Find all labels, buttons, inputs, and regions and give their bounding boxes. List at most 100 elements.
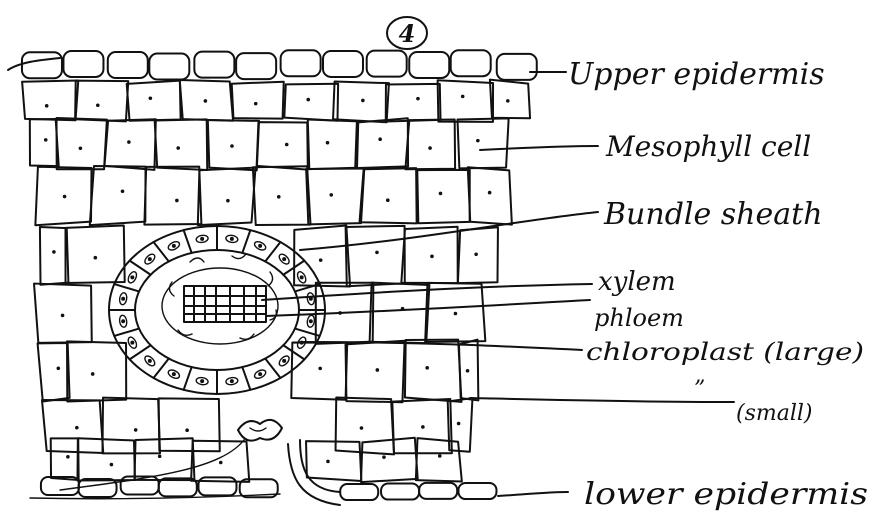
lower-epidermis-cell [419, 483, 457, 499]
bundle-sheath-cell-wall [283, 345, 304, 359]
mesophyll-cell [333, 81, 389, 122]
label-phloem: phloem [594, 304, 684, 332]
label-bundle-sheath: Bundle sheath [603, 197, 823, 232]
mesophyll-cell [198, 168, 256, 226]
lower-epidermis-cell [340, 484, 378, 500]
mesophyll-cell [386, 84, 441, 122]
chloroplast-small [277, 195, 281, 199]
chloroplast-small [219, 461, 223, 465]
mesophyll-cell [253, 166, 311, 225]
bundle-sheath-cell-wall [130, 345, 151, 359]
mesophyll-cell [361, 438, 418, 482]
upper-epidermis-cell [22, 52, 62, 78]
chloroplast-large-core [282, 257, 286, 261]
upper-epidermis-cell [236, 53, 276, 79]
chloroplast-small [326, 141, 330, 145]
bundle-sheath-cell-wall [265, 242, 280, 261]
bundle-sheath-cell-wall [130, 261, 151, 275]
chloroplast-small [44, 138, 48, 142]
mesophyll-cell [416, 438, 462, 481]
chloroplast-large-core [172, 372, 176, 376]
chloroplast-small [149, 96, 153, 100]
chloroplast-small [376, 368, 380, 372]
chloroplast-small [506, 99, 510, 103]
upper-epidermis-cell [194, 52, 234, 78]
upper-epidermis-layer [8, 50, 537, 80]
upper-epidermis-cell [409, 52, 449, 78]
chloroplast-small [319, 258, 323, 262]
chloroplast-small [430, 255, 434, 259]
chloroplast-small [63, 195, 67, 199]
vascular-bundle [109, 226, 325, 394]
mesophyll-cell [346, 226, 405, 286]
labels: Upper epidermis Mesophyll cell Bundle sh… [568, 57, 868, 512]
upper-epidermis-edge [8, 58, 60, 70]
lower-epidermis-cell [458, 483, 496, 499]
mesophyll-cell [306, 441, 361, 481]
mesophyll-cell [30, 119, 59, 166]
bundle-sheath-cell-wall [265, 359, 280, 378]
chloroplast-small [75, 426, 79, 430]
bundle-sheath-cell-wall [242, 367, 250, 390]
mesophyll-cell [355, 118, 408, 168]
mesophyll-cell [308, 119, 358, 169]
chloroplast-small [158, 454, 162, 458]
bundle-sheath-cell-wall [114, 284, 139, 291]
mesophyll-cell [438, 80, 493, 122]
chloroplast-small [57, 366, 61, 370]
upper-epidermis-cell [108, 52, 148, 78]
chloroplast-small [204, 99, 208, 103]
lower-epidermis-cell [79, 479, 117, 497]
chloroplast-large-core [230, 237, 234, 241]
mesophyll-cell [405, 340, 462, 402]
chloroplast-small [416, 97, 420, 101]
chloroplast-small [121, 189, 125, 193]
chloroplast-small [360, 426, 364, 430]
mesophyll-cell [90, 166, 146, 225]
upper-epidermis-cell [149, 54, 189, 80]
mesophyll-cell [306, 169, 364, 225]
chloroplast-small [329, 193, 333, 197]
chloroplast-large-core [148, 257, 152, 261]
bundle-sheath-cell-wall [184, 230, 192, 253]
lower-epidermis-cell [381, 484, 419, 500]
chloroplast-small [476, 139, 480, 143]
mesophyll-cell [159, 398, 220, 451]
chloroplast-small [230, 144, 234, 148]
chloroplast-small [66, 455, 70, 459]
chloroplast-small [91, 372, 95, 376]
chloroplast-large-core [130, 341, 134, 345]
chloroplast-large-core [130, 275, 134, 279]
chloroplast-small [454, 312, 458, 316]
chloroplast-small [110, 463, 114, 467]
mesophyll-cell [291, 342, 347, 399]
mesophyll-cell [284, 84, 338, 121]
label-chloroplast-large: chloroplast (large) [586, 338, 864, 366]
bundle-sheath-cell-wall [154, 242, 169, 261]
label-xylem: xylem [598, 267, 676, 297]
mesophyll-cell [102, 398, 160, 454]
upper-epidermis-cell [281, 50, 321, 76]
chloroplast-small [134, 428, 138, 432]
bundle-sheath-cell-wall [242, 230, 250, 253]
figure-number: 4 [387, 17, 427, 49]
chloroplast-large-core [172, 244, 176, 248]
mesophyll-cell [104, 119, 155, 170]
chloroplast-small [474, 252, 478, 256]
chloroplast-small [175, 199, 179, 203]
chloroplast-small [61, 314, 65, 318]
chloroplast-large-core [300, 275, 304, 279]
chloroplast-small [361, 99, 365, 103]
mesophyll-cell [66, 226, 125, 284]
chloroplast-large-core [230, 379, 234, 383]
mesophyll-cell [232, 82, 284, 119]
chloroplast-small [466, 369, 470, 373]
label-chloroplast-small: (small) [736, 401, 813, 426]
mesophyll-cell [490, 80, 530, 119]
chloroplast-small [254, 102, 258, 106]
chloroplast-small [386, 198, 390, 202]
mesophyll-cell [40, 227, 69, 285]
figure-number-text: 4 [399, 19, 416, 48]
